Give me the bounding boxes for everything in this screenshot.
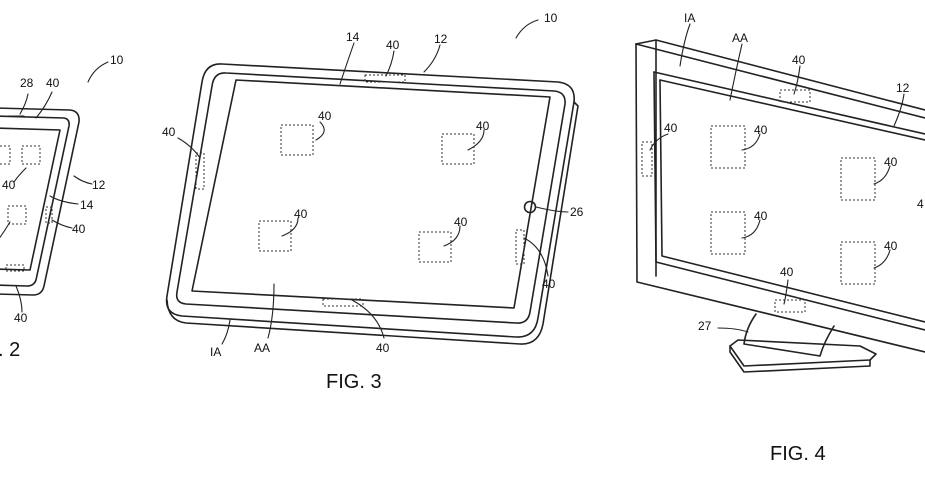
fig4-label-inactive-area: IA xyxy=(684,11,695,25)
fig4-monitor xyxy=(635,39,925,353)
fig2-label-housing: 12 xyxy=(92,178,106,192)
fig2-label-sensor-screen: 40 xyxy=(2,178,16,192)
fig4-label-window-tr: 40 xyxy=(884,155,898,169)
fig4-label-stand: 27 xyxy=(698,319,712,333)
fig3-leader-lines xyxy=(177,19,569,345)
fig4-label-sensor-left: 40 xyxy=(664,121,678,135)
fig2-leader-lines xyxy=(0,61,109,313)
fig3-label-sensor-top: 40 xyxy=(386,38,400,52)
fig4-label-sensor-top: 40 xyxy=(792,53,806,67)
fig2-sensor-windows xyxy=(0,145,53,272)
fig3-sensor-windows xyxy=(195,74,525,307)
fig3-label-window-br: 40 xyxy=(454,215,468,229)
fig4-label-sensor-bottom: 40 xyxy=(780,265,794,279)
fig3-label-sensor-left: 40 xyxy=(162,125,176,139)
fig2-caption: . 2 xyxy=(0,339,20,361)
figure-3: 10 14 40 12 40 26 40 40 IA AA 40 40 40 4… xyxy=(162,11,584,393)
fig3-label-button: 26 xyxy=(570,205,584,219)
fig2-label-receiver: 28 xyxy=(20,76,34,90)
fig4-label-window-br: 40 xyxy=(884,239,898,253)
fig3-caption: FIG. 3 xyxy=(326,371,382,393)
fig3-label-active-area: AA xyxy=(254,341,270,355)
fig3-label-device: 10 xyxy=(544,11,558,25)
fig2-phone xyxy=(0,107,80,296)
fig3-label-inactive-area: IA xyxy=(210,345,221,359)
fig3-label-sensor-bottom: 40 xyxy=(376,341,390,355)
fig4-label-window-tl: 40 xyxy=(754,123,768,137)
fig3-label-window-tr: 40 xyxy=(476,119,490,133)
fig2-label-sensor-side: 40 xyxy=(72,222,86,236)
fig4-caption: FIG. 4 xyxy=(770,443,826,465)
fig4-label-housing: 12 xyxy=(896,81,910,95)
fig3-label-housing: 12 xyxy=(434,32,448,46)
fig2-label-sensor-bottom: 40 xyxy=(14,311,28,325)
fig3-tablet xyxy=(165,63,579,345)
fig3-label-window-bl: 40 xyxy=(294,207,308,221)
fig4-label-window-bl: 40 xyxy=(754,209,768,223)
fig4-sensor-windows xyxy=(641,89,876,313)
fig4-label-active-area: AA xyxy=(732,31,748,45)
fig4-stand xyxy=(729,313,877,373)
figure-4: IA AA 40 12 40 40 40 4 40 40 40 27 FIG. … xyxy=(635,11,925,465)
fig4-leader-lines xyxy=(649,23,905,333)
fig3-label-sensor-right: 40 xyxy=(542,277,556,291)
fig3-label-window-tl: 40 xyxy=(318,109,332,123)
fig2-label-display: 14 xyxy=(80,198,94,212)
fig2-label-device: 10 xyxy=(110,53,124,67)
figure-2: 10 28 40 12 14 40 40 40 . 2 xyxy=(0,53,124,361)
fig3-label-display: 14 xyxy=(346,30,360,44)
fig4-label-window-edge: 4 xyxy=(917,197,924,211)
fig2-label-sensor-top: 40 xyxy=(46,76,60,90)
